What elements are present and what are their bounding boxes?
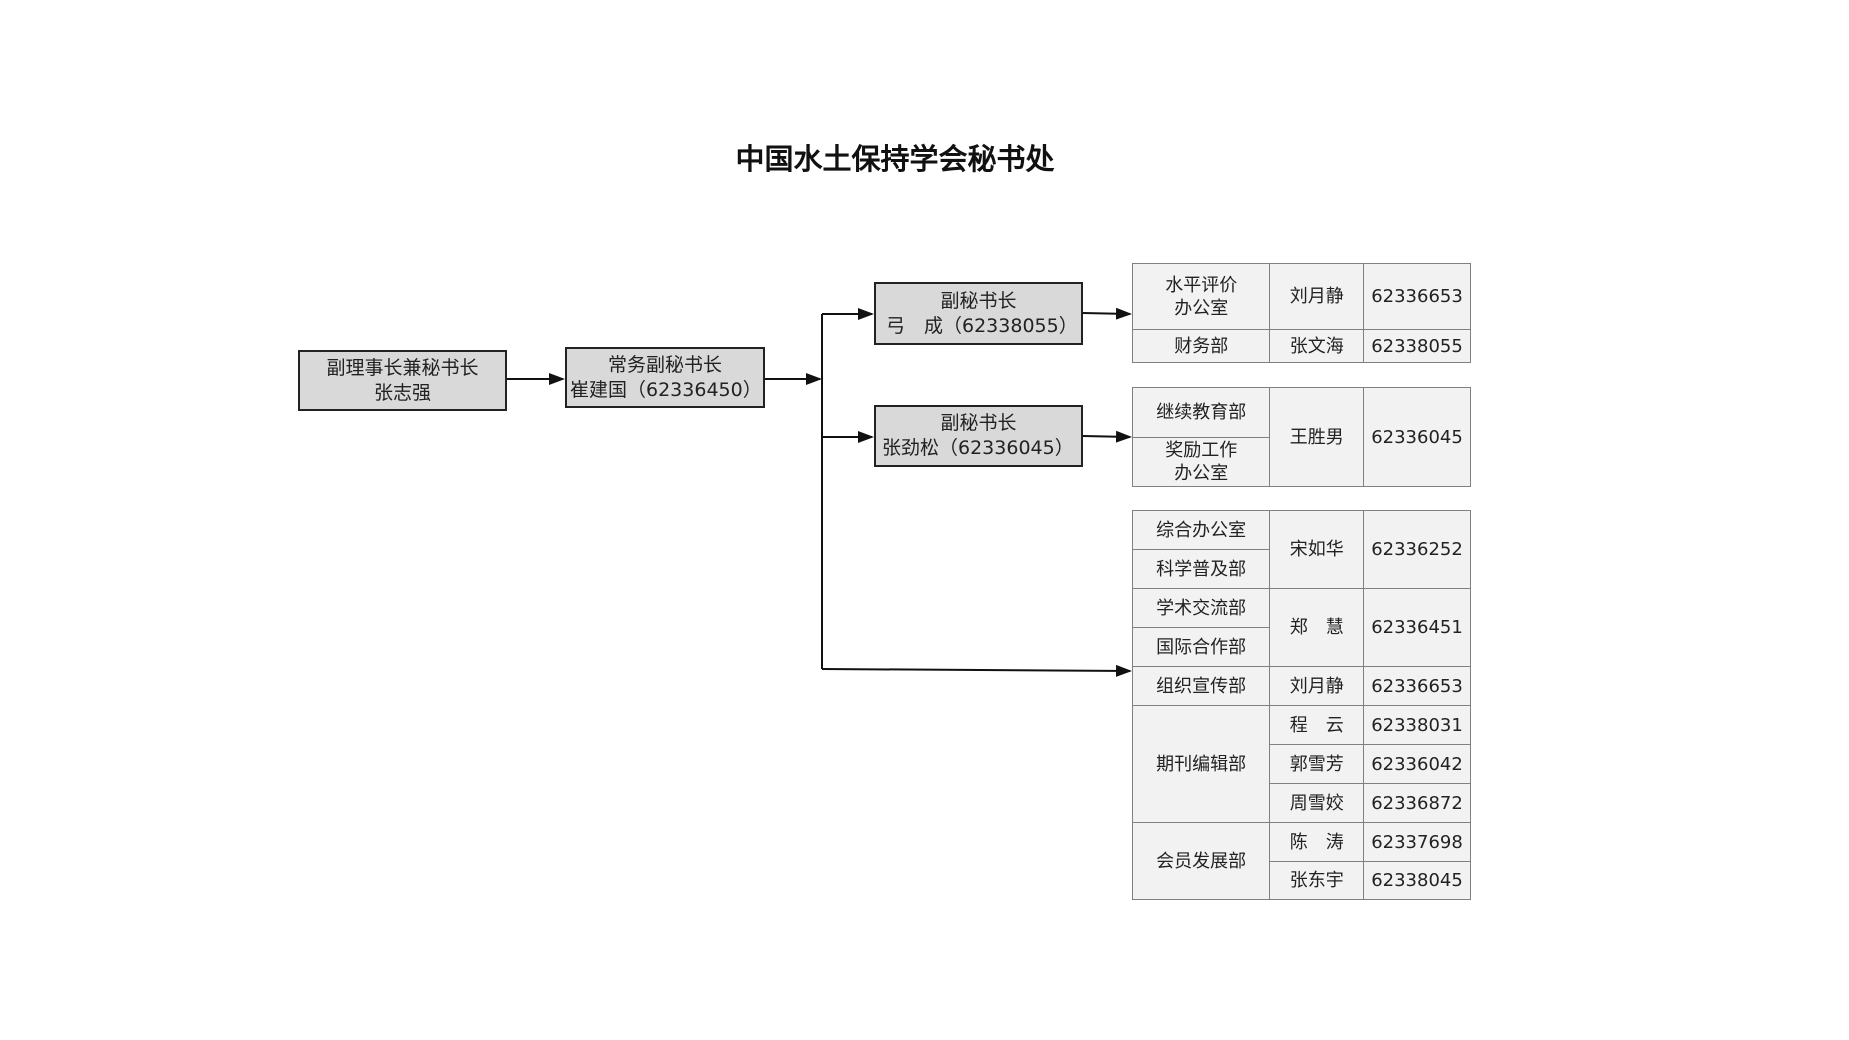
role: 常务副秘书长 bbox=[607, 353, 722, 376]
table-row: 会员发展部 陈 涛 62337698 bbox=[1131, 822, 1471, 900]
table-row: 水平评价 办公室 刘月静 62336653 bbox=[1131, 263, 1471, 330]
table-row: 郭雪芳 62336042 bbox=[1133, 744, 1471, 784]
table-row: 财务部 张文海 62338055 bbox=[1131, 329, 1471, 363]
person: 程 云 bbox=[1269, 705, 1365, 745]
dept: 科学普及部 bbox=[1131, 549, 1271, 589]
person: 郭雪芳 bbox=[1269, 744, 1365, 784]
dept: 继续教育部 bbox=[1131, 387, 1271, 438]
table-row: 周雪姣 62336872 bbox=[1133, 783, 1471, 823]
table-row: 组织宣传部 刘月静 62336653 bbox=[1131, 666, 1471, 706]
name: 张志强 bbox=[373, 381, 431, 404]
arrow-deputy2-to-table2 bbox=[1082, 430, 1132, 443]
dept: 国际合作部 bbox=[1131, 627, 1271, 667]
deputy-2-box: 副秘书长 张劲松（62336045） bbox=[874, 405, 1083, 467]
person: 王胜男 bbox=[1269, 387, 1365, 487]
secretary-general-box: 副理事长兼秘书长 张志强 bbox=[298, 350, 507, 411]
deputy-1-box: 副秘书长 弓 成（62338055） bbox=[874, 282, 1083, 345]
table-row: 学术交流部 郑 慧 62336451 bbox=[1131, 588, 1471, 667]
dept: 综合办公室 bbox=[1131, 510, 1271, 550]
phone: 62336451 bbox=[1363, 588, 1471, 667]
name: 张劲松（62336045） bbox=[882, 437, 1074, 459]
phone: 62336872 bbox=[1363, 783, 1471, 823]
table-row: 奖励工作 办公室 bbox=[1131, 437, 1471, 487]
person: 周雪姣 bbox=[1269, 783, 1365, 823]
phone: 62336252 bbox=[1363, 510, 1471, 589]
person: 张东宇 bbox=[1269, 861, 1365, 900]
phone: 62338055 bbox=[1363, 329, 1471, 363]
table-row: 张东宇 62338045 bbox=[1133, 861, 1471, 900]
person: 张文海 bbox=[1269, 329, 1365, 363]
executive-deputy-box: 常务副秘书长 崔建国（62336450） bbox=[565, 347, 765, 408]
phone: 62338031 bbox=[1363, 705, 1471, 745]
page-title: 中国水土保持学会秘书处 bbox=[735, 142, 1055, 176]
arrow-to-table3 bbox=[821, 664, 1132, 677]
person: 郑 慧 bbox=[1269, 588, 1365, 667]
dept: 奖励工作 办公室 bbox=[1131, 437, 1271, 487]
role: 副理事长兼秘书长 bbox=[326, 356, 479, 379]
phone: 62338045 bbox=[1363, 861, 1471, 900]
role: 副秘书长 bbox=[940, 412, 1017, 434]
person: 刘月静 bbox=[1269, 263, 1365, 330]
arrow-deputy1-to-table1 bbox=[1082, 307, 1132, 320]
dept: 财务部 bbox=[1131, 329, 1271, 363]
table-row: 国际合作部 bbox=[1131, 627, 1471, 667]
table-deputy2-depts: 继续教育部 王胜男 62336045 奖励工作 办公室 bbox=[1131, 387, 1471, 487]
person: 刘月静 bbox=[1269, 666, 1365, 706]
dept: 学术交流部 bbox=[1131, 588, 1271, 628]
role: 副秘书长 bbox=[940, 289, 1017, 312]
table-main-depts: 综合办公室 宋如华 62336252 科学普及部 学术交流部 郑 慧 62336… bbox=[1131, 510, 1471, 900]
table-row: 综合办公室 宋如华 62336252 bbox=[1131, 510, 1471, 589]
person: 宋如华 bbox=[1269, 510, 1365, 589]
phone: 62336653 bbox=[1363, 666, 1471, 706]
dept: 期刊编辑部 bbox=[1131, 705, 1271, 823]
name: 崔建国（62336450） bbox=[570, 378, 762, 401]
dept: 水平评价 办公室 bbox=[1131, 263, 1271, 330]
table-deputy1-depts: 水平评价 办公室 刘月静 62336653 财务部 张文海 62338055 bbox=[1131, 263, 1471, 363]
name: 弓 成（62338055） bbox=[886, 314, 1078, 337]
table-row: 科学普及部 bbox=[1131, 549, 1471, 589]
phone: 62336042 bbox=[1363, 744, 1471, 784]
dept: 组织宣传部 bbox=[1131, 666, 1271, 706]
phone: 62336653 bbox=[1363, 263, 1471, 330]
table-row: 期刊编辑部 程 云 62338031 bbox=[1131, 705, 1471, 823]
dept: 会员发展部 bbox=[1131, 822, 1271, 900]
phone: 62337698 bbox=[1363, 822, 1471, 862]
phone: 62336045 bbox=[1363, 387, 1471, 487]
person: 陈 涛 bbox=[1269, 822, 1365, 862]
table-row: 继续教育部 王胜男 62336045 bbox=[1131, 387, 1471, 487]
